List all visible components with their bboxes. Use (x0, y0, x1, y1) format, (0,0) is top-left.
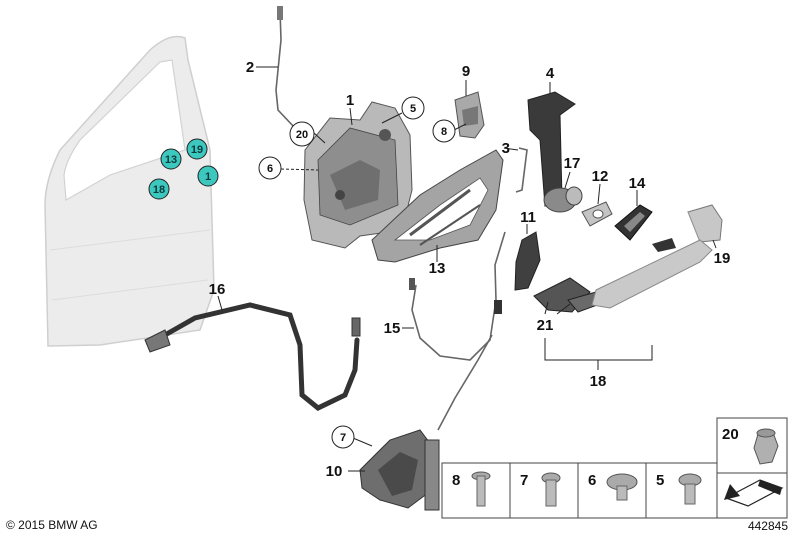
hotspot-19[interactable]: 19 (186, 138, 208, 160)
part-16-wiring-harness[interactable] (144, 302, 361, 411)
svg-text:13: 13 (165, 154, 177, 166)
svg-text:7: 7 (520, 472, 528, 489)
svg-text:20: 20 (722, 426, 739, 443)
hotspot-1[interactable]: 1 (197, 165, 219, 187)
label-20-circle[interactable]: 20 (289, 121, 315, 147)
label-17[interactable]: 17 (564, 155, 581, 172)
part-2-rod[interactable] (256, 6, 296, 129)
svg-text:18: 18 (153, 184, 165, 196)
label-4[interactable]: 4 (546, 65, 555, 82)
screw-8[interactable]: 8 (452, 471, 491, 507)
hotspot-13[interactable]: 13 (160, 148, 182, 170)
label-14[interactable]: 14 (629, 175, 646, 192)
label-2[interactable]: 2 (246, 59, 254, 76)
label-5-circle[interactable]: 5 (401, 96, 425, 120)
diagram-id: 442845 (748, 519, 788, 533)
screw-7[interactable]: 7 (520, 472, 561, 507)
part-17-lock-cylinder[interactable] (543, 186, 583, 213)
part-4-bracket[interactable] (527, 91, 576, 207)
label-15[interactable]: 15 (384, 320, 401, 337)
svg-text:19: 19 (191, 144, 203, 156)
screw-20[interactable]: 20 (722, 426, 779, 465)
label-11[interactable]: 11 (520, 209, 536, 226)
label-3[interactable]: 3 (502, 140, 510, 157)
svg-text:7: 7 (340, 432, 346, 444)
part-12-gasket[interactable] (581, 201, 613, 227)
door-panel (44, 35, 215, 347)
svg-text:5: 5 (410, 103, 416, 115)
copyright-text: © 2015 BMW AG (6, 518, 98, 532)
svg-text:20: 20 (296, 129, 308, 141)
screw-6[interactable]: 6 (588, 472, 638, 501)
label-8-circle[interactable]: 8 (432, 119, 456, 143)
part-3-rod[interactable] (515, 147, 528, 193)
label-6-circle[interactable]: 6 (258, 156, 282, 180)
part-11-bracket[interactable] (514, 231, 541, 291)
part-13-carrier[interactable] (371, 149, 504, 263)
part-19-cap[interactable] (687, 204, 723, 243)
label-12[interactable]: 12 (592, 168, 609, 185)
label-9[interactable]: 9 (462, 63, 470, 80)
svg-text:6: 6 (267, 163, 273, 175)
hotspot-18[interactable]: 18 (148, 178, 170, 200)
part-1-lock[interactable] (303, 101, 413, 249)
part-15-cable[interactable] (409, 231, 506, 361)
svg-text:1: 1 (205, 171, 211, 183)
part-10-actuator-cable[interactable] (359, 334, 493, 511)
svg-text:6: 6 (588, 472, 596, 489)
part-18-door-handle[interactable] (591, 238, 713, 309)
part-14-seal[interactable] (614, 204, 653, 241)
label-7-circle[interactable]: 7 (331, 425, 355, 449)
screw-5[interactable]: 5 (656, 472, 702, 505)
label-19[interactable]: 19 (714, 250, 731, 267)
svg-text:5: 5 (656, 472, 664, 489)
panel-symbol-icon (724, 479, 784, 507)
label-13[interactable]: 13 (429, 260, 446, 277)
svg-text:8: 8 (441, 126, 447, 138)
label-18[interactable]: 18 (590, 373, 607, 390)
label-21[interactable]: 21 (537, 317, 554, 334)
label-1[interactable]: 1 (346, 92, 354, 109)
label-16[interactable]: 16 (209, 281, 226, 298)
svg-text:8: 8 (452, 472, 460, 489)
label-10[interactable]: 10 (326, 463, 343, 480)
part-9-striker[interactable] (454, 91, 485, 139)
